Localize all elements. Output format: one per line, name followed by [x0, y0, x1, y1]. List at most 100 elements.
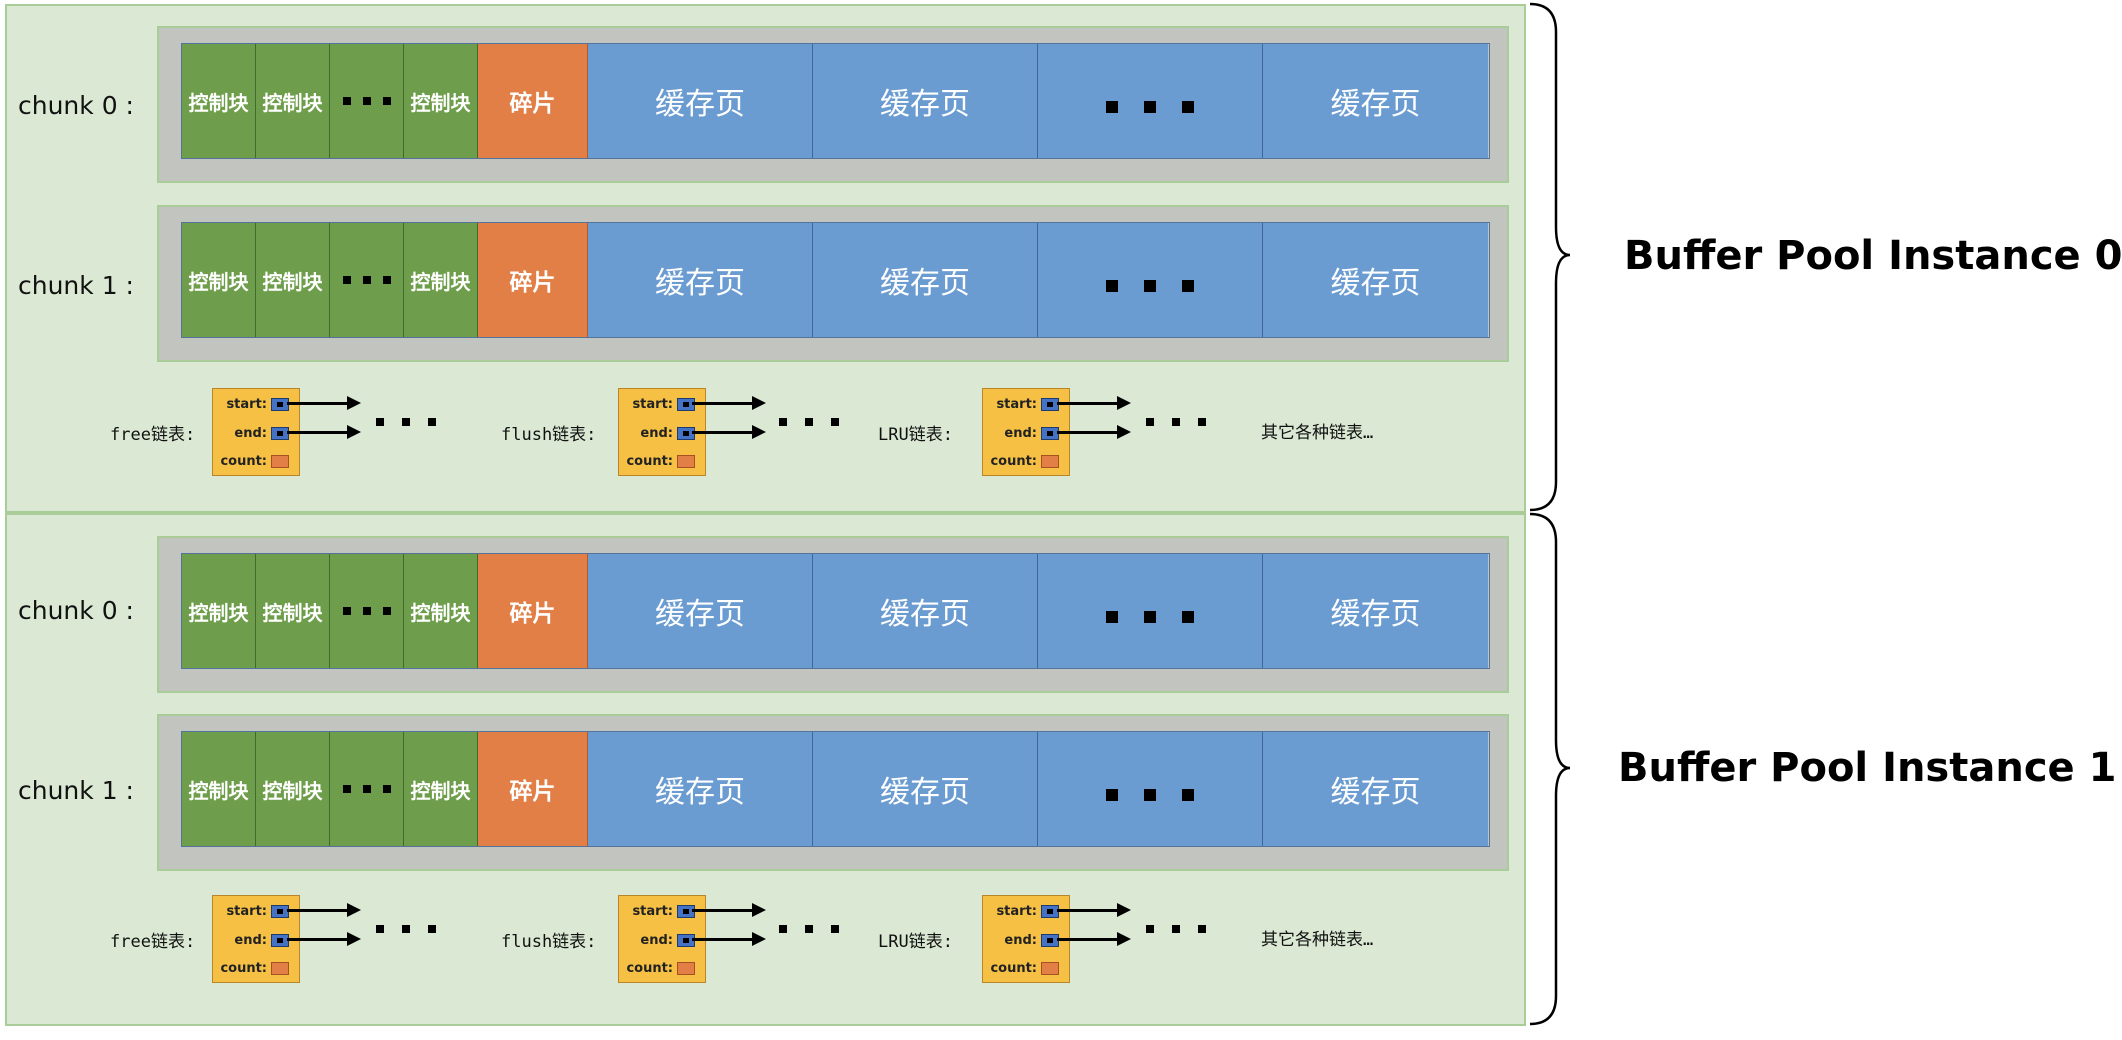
buffer-pool-instance-0: chunk 0 : 控制块 控制块 控制块 碎片 缓存页 缓存页 缓存页 chu…	[5, 4, 1526, 513]
start-field-label: start:	[632, 397, 673, 412]
cache-page: 缓存页	[1263, 554, 1488, 668]
cache-page: 缓存页	[813, 554, 1038, 668]
control-block: 控制块	[182, 732, 256, 846]
start-arrow-icon	[1057, 903, 1131, 917]
brace-icon	[1529, 512, 1571, 1026]
end-arrow-icon	[692, 932, 766, 946]
ellipsis-dots	[770, 418, 848, 426]
other-lists-label: 其它各种链表…	[1261, 423, 1374, 443]
control-block: 控制块	[404, 732, 478, 846]
start-field-label: start:	[996, 904, 1037, 919]
count-field-label: count:	[220, 454, 267, 469]
free-list-node: start: end: count:	[212, 895, 300, 983]
control-block: 控制块	[182, 223, 256, 337]
end-field-label: end:	[640, 426, 673, 441]
cache-page: 缓存页	[588, 44, 813, 158]
end-field-label: end:	[640, 933, 673, 948]
control-block: 控制块	[404, 223, 478, 337]
control-block: 控制块	[256, 223, 330, 337]
start-field-label: start:	[226, 904, 267, 919]
chunk-label: chunk 1 :	[18, 776, 134, 805]
fragment: 碎片	[478, 554, 588, 668]
ellipsis-dots	[367, 418, 445, 426]
brace-icon	[1529, 2, 1571, 512]
count-field-label: count:	[626, 454, 673, 469]
ellipsis-dots	[330, 44, 404, 158]
control-block: 控制块	[256, 554, 330, 668]
chunk-label: chunk 0 :	[18, 596, 134, 625]
control-block: 控制块	[182, 554, 256, 668]
chunk-label: chunk 1 :	[18, 271, 134, 300]
fragment: 碎片	[478, 732, 588, 846]
chunk-0: 控制块 控制块 控制块 碎片 缓存页 缓存页 缓存页	[157, 536, 1509, 693]
chunk-0: 控制块 控制块 控制块 碎片 缓存页 缓存页 缓存页	[157, 26, 1509, 183]
chunk-row: 控制块 控制块 控制块 碎片 缓存页 缓存页 缓存页	[181, 553, 1490, 669]
ellipsis-dots	[1038, 223, 1263, 337]
chunk-1: 控制块 控制块 控制块 碎片 缓存页 缓存页 缓存页	[157, 714, 1509, 871]
start-arrow-icon	[692, 396, 766, 410]
end-arrow-icon	[1057, 425, 1131, 439]
ellipsis-dots	[330, 732, 404, 846]
end-field-label: end:	[1004, 933, 1037, 948]
end-field-label: end:	[234, 933, 267, 948]
instance-label: Buffer Pool Instance 0	[1624, 233, 2122, 279]
start-arrow-icon	[287, 903, 361, 917]
start-arrow-icon	[692, 903, 766, 917]
ellipsis-dots	[1137, 418, 1215, 426]
buffer-pool-instance-1: chunk 0 : 控制块 控制块 控制块 碎片 缓存页 缓存页 缓存页 chu…	[5, 513, 1526, 1026]
cache-page: 缓存页	[588, 223, 813, 337]
ellipsis-dots	[1038, 44, 1263, 158]
ellipsis-dots	[1038, 732, 1263, 846]
cache-page: 缓存页	[1263, 223, 1488, 337]
fragment: 碎片	[478, 223, 588, 337]
start-arrow-icon	[1057, 396, 1131, 410]
count-box-icon	[271, 962, 289, 975]
other-lists-label: 其它各种链表…	[1261, 930, 1374, 950]
end-field-label: end:	[234, 426, 267, 441]
end-pointer-icon	[1041, 427, 1059, 440]
lru-list-node: start: end: count:	[982, 388, 1070, 476]
end-field-label: end:	[1004, 426, 1037, 441]
end-arrow-icon	[287, 425, 361, 439]
lru-list-label: LRU链表:	[878, 932, 953, 952]
start-pointer-icon	[271, 398, 289, 411]
flush-list-label: flush链表:	[501, 932, 597, 952]
ellipsis-dots	[330, 223, 404, 337]
end-arrow-icon	[1057, 932, 1131, 946]
chunk-row: 控制块 控制块 控制块 碎片 缓存页 缓存页 缓存页	[181, 43, 1490, 159]
control-block: 控制块	[256, 44, 330, 158]
ellipsis-dots	[770, 925, 848, 933]
count-field-label: count:	[220, 961, 267, 976]
cache-page: 缓存页	[813, 223, 1038, 337]
cache-page: 缓存页	[1263, 44, 1488, 158]
control-block: 控制块	[256, 732, 330, 846]
count-field-label: count:	[990, 961, 1037, 976]
lru-list-node: start: end: count:	[982, 895, 1070, 983]
cache-page: 缓存页	[1263, 732, 1488, 846]
count-box-icon	[1041, 455, 1059, 468]
free-list-label: free链表:	[110, 932, 196, 952]
ellipsis-dots	[330, 554, 404, 668]
chunk-1: 控制块 控制块 控制块 碎片 缓存页 缓存页 缓存页	[157, 205, 1509, 362]
flush-list-node: start: end: count:	[618, 895, 706, 983]
count-box-icon	[677, 455, 695, 468]
control-block: 控制块	[182, 44, 256, 158]
instance-label: Buffer Pool Instance 1	[1618, 745, 2117, 791]
end-arrow-icon	[692, 425, 766, 439]
start-field-label: start:	[226, 397, 267, 412]
ellipsis-dots	[1038, 554, 1263, 668]
count-box-icon	[1041, 962, 1059, 975]
control-block: 控制块	[404, 44, 478, 158]
count-box-icon	[271, 455, 289, 468]
chunk-label: chunk 0 :	[18, 91, 134, 120]
lru-list-label: LRU链表:	[878, 425, 953, 445]
ellipsis-dots	[367, 925, 445, 933]
chunk-row: 控制块 控制块 控制块 碎片 缓存页 缓存页 缓存页	[181, 222, 1490, 338]
cache-page: 缓存页	[588, 554, 813, 668]
count-field-label: count:	[626, 961, 673, 976]
cache-page: 缓存页	[813, 44, 1038, 158]
flush-list-node: start: end: count:	[618, 388, 706, 476]
start-field-label: start:	[632, 904, 673, 919]
count-box-icon	[677, 962, 695, 975]
count-field-label: count:	[990, 454, 1037, 469]
